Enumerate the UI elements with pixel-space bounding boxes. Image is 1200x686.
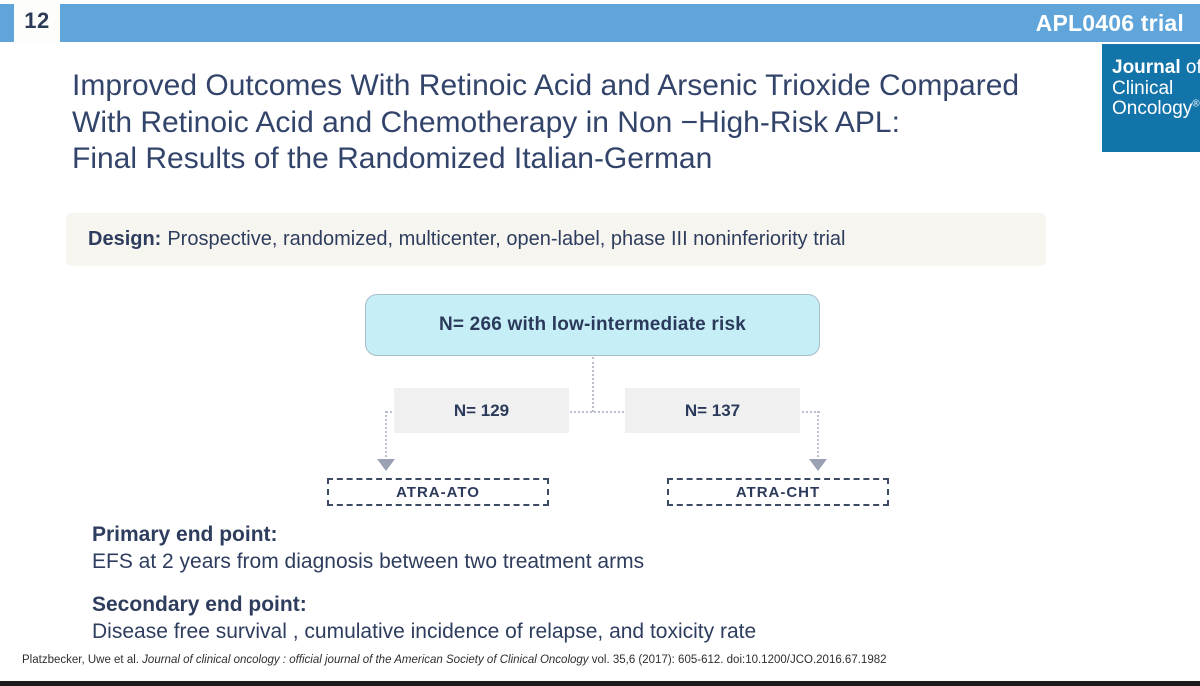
title-line-1: Improved Outcomes With Retinoic Acid and… xyxy=(72,69,1020,102)
page-title: Improved Outcomes With Retinoic Acid and… xyxy=(72,68,1072,178)
page-number-label: 12 xyxy=(24,8,50,33)
design-description: Prospective, randomized, multicenter, op… xyxy=(167,228,846,250)
citation-volume-doi: vol. 35,6 (2017): 605-612. doi:10.1200/J… xyxy=(588,654,887,666)
cohort-box: N= 266 with low-intermediate risk xyxy=(365,294,820,356)
treatment-label-right: ATRA-CHT xyxy=(735,483,821,501)
journal-of-clinical-oncology-logo: Journal of Clinical Oncology® xyxy=(1102,44,1200,152)
arm-box-left: N= 129 xyxy=(394,388,569,433)
registered-mark-icon: ® xyxy=(1192,98,1200,110)
design-banner: Design: Prospective, randomized, multice… xyxy=(66,213,1046,266)
footer-rule xyxy=(0,681,1200,686)
citation-authors: Platzbecker, Uwe et al. xyxy=(22,654,143,666)
arrow-down-icon-right xyxy=(809,459,827,471)
arm-box-right: N= 137 xyxy=(625,388,800,433)
design-label: Design: xyxy=(88,228,162,250)
header-bar: APL0406 trial xyxy=(0,4,1200,42)
title-line-2: With Retinoic Acid and Chemotherapy in N… xyxy=(72,105,900,139)
primary-endpoint-heading: Primary end point: xyxy=(92,523,278,546)
header-trial-title: APL0406 trial xyxy=(1035,10,1184,36)
secondary-endpoint-heading: Secondary end point: xyxy=(92,592,307,616)
connector-horizontal-split xyxy=(386,411,820,413)
arrow-down-icon-left xyxy=(377,459,395,471)
endpoints-section: Primary end point: EFS at 2 years from d… xyxy=(92,522,992,661)
logo-line-3: Oncology® xyxy=(1112,98,1200,120)
treatment-box-right: ATRA-CHT xyxy=(667,478,889,506)
cohort-label: N= 266 with low-intermediate risk xyxy=(438,314,746,335)
connector-vertical-right xyxy=(817,411,819,461)
connector-vertical-trunk xyxy=(592,357,594,412)
logo-word-oncology: Oncology xyxy=(1112,98,1193,120)
arm-label-right: N= 137 xyxy=(684,400,741,420)
logo-line-1: Journal of xyxy=(1112,57,1200,79)
title-line-3: Final Results of the Randomized Italian-… xyxy=(72,142,713,176)
logo-line-2: Clinical xyxy=(1112,77,1174,99)
footer-citation: Platzbecker, Uwe et al. Journal of clini… xyxy=(22,654,887,666)
page-number-box: 12 xyxy=(14,0,60,42)
treatment-label-left: ATRA-ATO xyxy=(396,483,480,501)
arm-label-left: N= 129 xyxy=(453,400,510,420)
secondary-endpoint-text: Disease free survival , cumulative incid… xyxy=(92,619,757,643)
logo-word-of: of xyxy=(1180,57,1200,78)
logo-word-journal: Journal xyxy=(1112,57,1181,78)
citation-journal: Journal of clinical oncology : official … xyxy=(142,654,589,666)
primary-endpoint-text: EFS at 2 years from diagnosis between tw… xyxy=(92,550,645,574)
connector-vertical-left xyxy=(385,411,387,461)
treatment-box-left: ATRA-ATO xyxy=(327,478,549,506)
